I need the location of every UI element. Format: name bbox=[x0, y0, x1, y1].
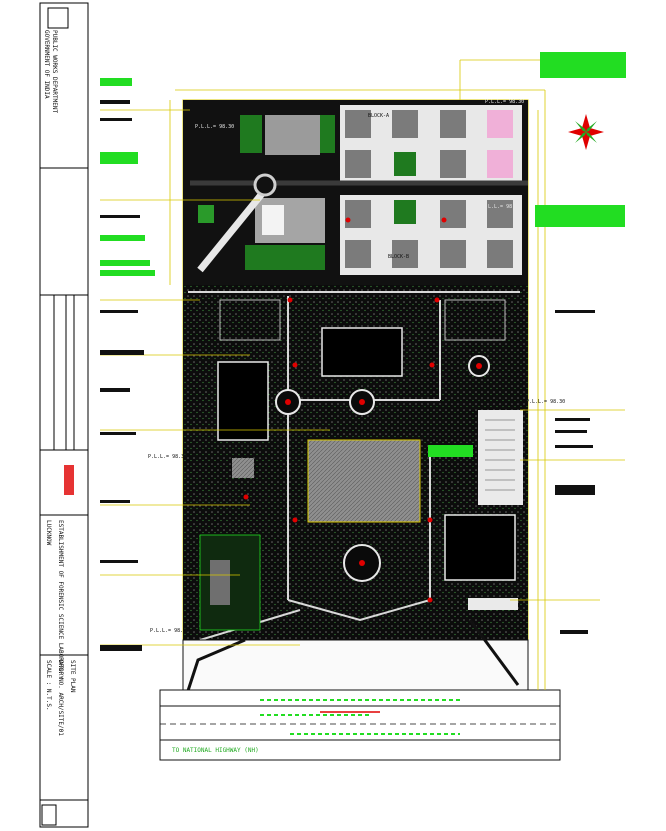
plinth-label-f: P.L.L.= 98.30 bbox=[526, 399, 565, 405]
highway-label: TO NATIONAL HIGHWAY (NH) bbox=[172, 747, 259, 754]
block-label-a: BLOCK-A bbox=[368, 113, 389, 119]
plinth-label-d: P.L.L.= 98.30 bbox=[148, 454, 187, 460]
utility-block bbox=[478, 410, 523, 505]
plinth-label-a: P.L.L.= 98.30 bbox=[195, 124, 234, 130]
legend-green-left-4 bbox=[100, 260, 150, 266]
plinth-label-e: P.L.L.= 98.30 bbox=[150, 628, 189, 634]
callout-bars bbox=[100, 100, 595, 651]
logo-box bbox=[47, 7, 69, 29]
north-arrow-icon bbox=[568, 114, 604, 150]
staff-block-1 bbox=[265, 115, 320, 155]
court-pink-1 bbox=[487, 110, 513, 138]
stamp-box bbox=[41, 804, 57, 826]
hatched-block-west bbox=[232, 458, 254, 478]
plinth-label-c: P.L.L.= 98.30 bbox=[482, 204, 521, 210]
green-court-2 bbox=[394, 200, 416, 224]
title-department: PUBLIC WORKS DEPARTMENT bbox=[51, 30, 58, 114]
legend-green-left-5 bbox=[100, 270, 155, 276]
main-laboratory bbox=[307, 439, 421, 523]
court-pink-2 bbox=[487, 150, 513, 178]
title-location: LUCKNOW bbox=[45, 520, 52, 546]
block-label-b: BLOCK-B bbox=[388, 254, 409, 260]
parking-north-west bbox=[219, 299, 281, 341]
green-lawn-2 bbox=[320, 115, 335, 153]
lab-block-east bbox=[444, 514, 516, 581]
title-government: GOVERNMENT OF INDIA bbox=[43, 30, 50, 99]
admin-building bbox=[321, 327, 403, 377]
utility-stair bbox=[485, 419, 515, 491]
green-utility bbox=[428, 445, 473, 457]
service-block-south bbox=[468, 598, 518, 610]
service-road bbox=[182, 639, 529, 691]
entry-curve-east bbox=[468, 619, 520, 686]
parking-north-east bbox=[444, 299, 506, 341]
green-lawn-4 bbox=[198, 205, 214, 223]
auditorium-block bbox=[217, 361, 269, 441]
garden-west-inner bbox=[210, 560, 230, 605]
drawing-scale: SCALE : N.T.S. bbox=[45, 660, 52, 711]
drawing-number: DRG. NO. ARCH/SITE/01 bbox=[57, 660, 64, 736]
highway bbox=[159, 689, 561, 761]
legend-green-left-2 bbox=[100, 152, 138, 164]
legend-green-mid bbox=[535, 205, 625, 227]
white-block bbox=[262, 205, 284, 235]
legend-green-left-3 bbox=[100, 235, 145, 241]
green-lawn-1 bbox=[240, 115, 262, 153]
title-project: ESTABLISHMENT OF FORENSIC SCIENCE LABORA… bbox=[57, 520, 64, 679]
green-lawn-3 bbox=[245, 245, 325, 270]
title-note-red bbox=[64, 465, 74, 495]
diagonal-road bbox=[197, 187, 268, 273]
drawing-title: SITE PLAN bbox=[69, 660, 76, 693]
plinth-label-b: P.L.L.= 98.30 bbox=[485, 99, 524, 105]
legend-green-top bbox=[540, 52, 626, 78]
green-court-1 bbox=[394, 152, 416, 176]
entry-curve-west bbox=[183, 638, 246, 701]
hostel-units bbox=[345, 110, 513, 268]
title-block bbox=[39, 2, 89, 828]
legend-green-left-1 bbox=[100, 78, 132, 86]
roundabout-north bbox=[253, 173, 277, 197]
